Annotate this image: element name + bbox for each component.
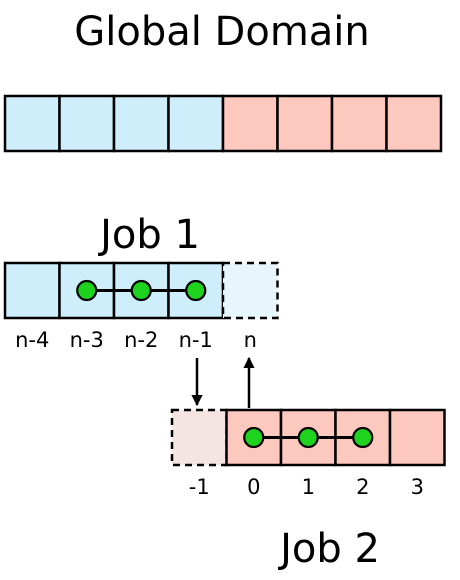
job1-index-labels: n-4 n-3 n-2 n-1 n xyxy=(15,328,257,352)
job2-ghost-cell xyxy=(170,408,228,467)
job1-ghost-cell xyxy=(221,261,279,320)
global-cell-0 xyxy=(3,94,61,153)
job1-label-4: n xyxy=(244,328,257,352)
job2-ghost-rect xyxy=(170,408,228,467)
job1-stencil xyxy=(76,279,207,302)
job2-node-1 xyxy=(297,426,319,449)
global-domain-title: Global Domain xyxy=(74,9,370,55)
global-cell-6 xyxy=(330,94,388,153)
job1-node-2 xyxy=(185,279,207,302)
job2-cell-3 xyxy=(388,408,446,467)
job1-ghost-rect xyxy=(221,261,279,320)
job2-label-2: 1 xyxy=(302,475,315,499)
global-domain-array xyxy=(3,94,443,153)
global-cell-1 xyxy=(58,94,116,153)
job1-label-3: n-1 xyxy=(179,328,213,352)
job2-node-0 xyxy=(243,426,265,449)
global-cell-5 xyxy=(276,94,334,153)
global-cell-3 xyxy=(167,94,225,153)
job1-cell-0 xyxy=(3,261,61,320)
job1-node-1 xyxy=(130,279,152,302)
job2-label-4: 3 xyxy=(411,475,424,499)
job2-stencil xyxy=(243,426,374,449)
global-cell-7 xyxy=(385,94,443,153)
job2-index-labels: -1 0 1 2 3 xyxy=(189,475,424,499)
job1-node-0 xyxy=(76,279,98,302)
job2-array xyxy=(225,408,446,467)
global-cell-2 xyxy=(112,94,170,153)
job2-label-0: -1 xyxy=(189,475,210,499)
job2-title: Job 2 xyxy=(277,526,380,572)
job2-label-3: 2 xyxy=(356,475,369,499)
job1-label-1: n-3 xyxy=(70,328,104,352)
job1-label-0: n-4 xyxy=(15,328,49,352)
job2-label-1: 0 xyxy=(247,475,260,499)
job2-node-2 xyxy=(352,426,374,449)
job1-label-2: n-2 xyxy=(124,328,158,352)
job1-title: Job 1 xyxy=(97,212,200,258)
global-cell-4 xyxy=(221,94,279,153)
